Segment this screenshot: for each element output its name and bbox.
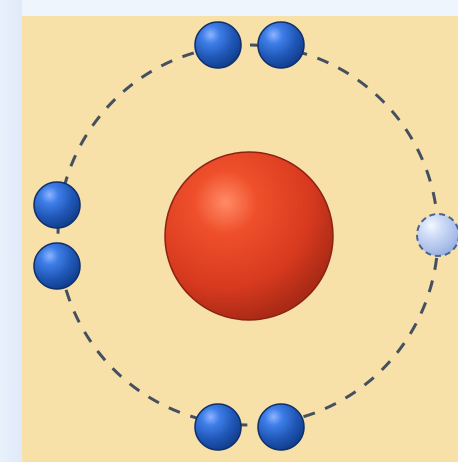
electron-bottom-right (257, 403, 305, 451)
frame-left (0, 0, 22, 462)
electron-vacancy (416, 213, 458, 257)
electron-top-right (257, 21, 305, 69)
electron-bottom-left (194, 403, 242, 451)
frame-top (0, 0, 458, 16)
electron-top-left (194, 21, 242, 69)
electron-left-lower (33, 242, 81, 290)
electron-left-upper (33, 181, 81, 229)
nucleus (164, 151, 334, 321)
